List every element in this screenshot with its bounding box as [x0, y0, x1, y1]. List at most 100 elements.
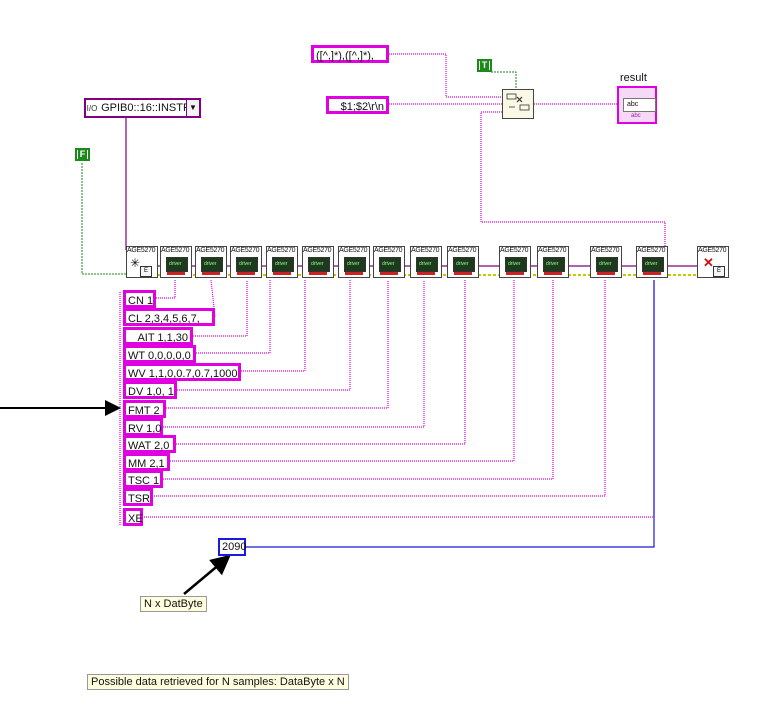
- command-constant[interactable]: DV 1,0, 1: [123, 381, 177, 399]
- error-box-icon: E: [713, 266, 725, 277]
- vi-close[interactable]: AGE5270 ✕ E: [697, 246, 729, 278]
- vi-driver-9[interactable]: AGE5270 driver: [447, 246, 479, 278]
- error-box-icon: E: [140, 266, 152, 277]
- vi-header: AGE5270: [127, 247, 156, 254]
- command-constant[interactable]: AIT 1,1,30: [123, 327, 193, 345]
- driver-screen-icon: driver: [416, 257, 438, 272]
- command-text: WT 0,0,0,0,0: [128, 350, 191, 362]
- vi-header: AGE5270: [374, 247, 403, 254]
- vi-screen-text: driver: [275, 261, 288, 267]
- vi-driver-4[interactable]: AGE5270 driver: [266, 246, 298, 278]
- vi-driver-7[interactable]: AGE5270 driver: [373, 246, 405, 278]
- command-constant[interactable]: WAT 2,0: [123, 435, 176, 453]
- vi-screen-text: driver: [347, 261, 360, 267]
- vi-screen-text: driver: [382, 261, 395, 267]
- io-icon: I/O: [86, 104, 98, 113]
- replace-string-constant[interactable]: $1;$2\r\n: [326, 96, 389, 114]
- driver-screen-icon: driver: [236, 257, 258, 272]
- vi-screen-text: driver: [239, 261, 252, 267]
- vi-driver-10[interactable]: AGE5270 driver: [499, 246, 531, 278]
- vi-header: AGE5270: [448, 247, 477, 254]
- visa-resource-text: GPIB0::16::INSTR: [101, 102, 191, 114]
- visa-resource-constant[interactable]: I/O GPIB0::16::INSTR ▼: [84, 98, 201, 118]
- command-text: RV 1,0: [128, 423, 162, 435]
- command-constant[interactable]: FMT 2: [123, 400, 166, 418]
- vi-screen-text: driver: [645, 261, 658, 267]
- driver-led-icon: [273, 272, 291, 275]
- driver-led-icon: [202, 272, 220, 275]
- driver-screen-icon: driver: [642, 257, 664, 272]
- driver-led-icon: [597, 272, 615, 275]
- replace-string-text: $1;$2\r\n: [340, 101, 384, 113]
- driver-screen-icon: driver: [379, 257, 401, 272]
- vi-screen-text: driver: [169, 261, 182, 267]
- driver-led-icon: [643, 272, 661, 275]
- vi-screen-text: driver: [419, 261, 432, 267]
- driver-screen-icon: driver: [543, 257, 565, 272]
- result-indicator[interactable]: abc abc: [617, 86, 657, 124]
- command-constant[interactable]: XE: [123, 508, 143, 526]
- search-replace-icon: [506, 93, 530, 113]
- command-constant[interactable]: CN 1: [123, 290, 156, 308]
- vi-header: AGE5270: [231, 247, 260, 254]
- vi-driver-13[interactable]: AGE5270 driver: [636, 246, 668, 278]
- driver-led-icon: [167, 272, 185, 275]
- vi-screen-text: driver: [546, 261, 559, 267]
- close-x-icon: ✕: [703, 255, 714, 270]
- command-text: DV 1,0, 1: [128, 386, 174, 398]
- vi-driver-2[interactable]: AGE5270 driver: [195, 246, 227, 278]
- string-wires: [119, 53, 666, 525]
- command-constant[interactable]: TSC 1: [123, 470, 163, 488]
- possible-data-note-text: Possible data retrieved for N samples: D…: [91, 676, 345, 688]
- driver-screen-icon: driver: [344, 257, 366, 272]
- command-constant[interactable]: CL 2,3,4,5,6,7,: [123, 308, 215, 326]
- vi-driver-8[interactable]: AGE5270 driver: [410, 246, 442, 278]
- vi-header: AGE5270: [303, 247, 332, 254]
- driver-led-icon: [237, 272, 255, 275]
- vi-header: AGE5270: [637, 247, 666, 254]
- search-replace-function[interactable]: [502, 89, 534, 119]
- boolean-true-constant[interactable]: T: [477, 59, 492, 72]
- driver-screen-icon: driver: [596, 257, 618, 272]
- result-label: result: [620, 72, 647, 84]
- vi-screen-text: driver: [311, 261, 324, 267]
- possible-data-note: Possible data retrieved for N samples: D…: [87, 674, 349, 690]
- boolean-false-constant[interactable]: F: [75, 148, 90, 161]
- command-constant[interactable]: TSR: [123, 488, 153, 506]
- driver-led-icon: [380, 272, 398, 275]
- vi-initialize[interactable]: AGE5270 ✳ E: [126, 246, 158, 278]
- command-text: WV 1,1,0,0.7,0.7,1000: [128, 368, 238, 380]
- vi-driver-3[interactable]: AGE5270 driver: [230, 246, 262, 278]
- vi-driver-11[interactable]: AGE5270 driver: [537, 246, 569, 278]
- resource-wire: [125, 118, 700, 267]
- command-constant[interactable]: WV 1,1,0,0.7,0.7,1000: [123, 363, 241, 381]
- vi-driver-12[interactable]: AGE5270 driver: [590, 246, 622, 278]
- boolean-false-wire: [81, 163, 126, 275]
- boolean-true-text: T: [480, 60, 489, 70]
- numeric-constant[interactable]: 2090: [218, 538, 246, 556]
- vi-header: AGE5270: [591, 247, 620, 254]
- vi-driver-6[interactable]: AGE5270 driver: [338, 246, 370, 278]
- command-text: XE: [128, 513, 143, 525]
- vi-driver-1[interactable]: AGE5270 driver: [160, 246, 192, 278]
- command-constant[interactable]: RV 1,0: [123, 418, 163, 436]
- command-constant[interactable]: MM 2,1: [123, 453, 170, 471]
- command-text: FMT 2: [128, 405, 160, 417]
- vi-header: AGE5270: [411, 247, 440, 254]
- vi-header: AGE5270: [267, 247, 296, 254]
- vi-driver-5[interactable]: AGE5270 driver: [302, 246, 334, 278]
- visa-dropdown-button[interactable]: ▼: [186, 100, 199, 116]
- driver-screen-icon: driver: [453, 257, 475, 272]
- numeric-value-text: 2090: [222, 541, 247, 553]
- regex-pattern-constant[interactable]: ([^,]*),([^,]*),: [311, 45, 389, 63]
- result-indicator-type-tag: abc: [631, 113, 641, 119]
- vi-header: AGE5270: [161, 247, 190, 254]
- init-star-icon: ✳: [130, 256, 141, 270]
- regex-pattern-text: ([^,]*),([^,]*),: [316, 50, 374, 62]
- vi-header: AGE5270: [500, 247, 529, 254]
- numeric-wire: [246, 280, 655, 548]
- vi-screen-text: driver: [508, 261, 521, 267]
- driver-screen-icon: driver: [201, 257, 223, 272]
- command-text: CL 2,3,4,5,6,7,: [128, 313, 200, 325]
- command-constant[interactable]: WT 0,0,0,0,0: [123, 345, 196, 363]
